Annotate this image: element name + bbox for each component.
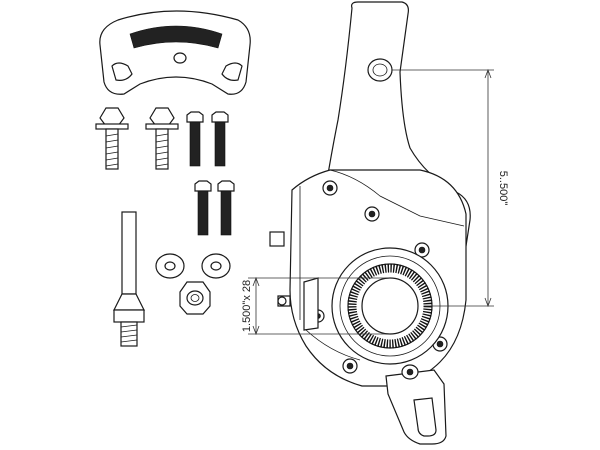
spline-dimension: 1.500"x 28 [241, 276, 390, 336]
flat-washer-2 [201, 253, 231, 279]
cap-screw-3 [194, 180, 212, 236]
cap-screw-1 [186, 111, 204, 167]
hex-nut [179, 281, 211, 315]
flange-bolt-right [145, 107, 179, 170]
flange-bolt-left [95, 107, 129, 170]
flat-washer-1 [155, 253, 185, 279]
clevis-pin [113, 211, 145, 347]
cap-screw-4 [217, 180, 235, 236]
slack-adjuster-body [269, 1, 471, 445]
spline-teeth [347, 263, 433, 349]
height-dimension-label: 5..500" [497, 171, 509, 206]
height-dimension: 5..500" [392, 68, 509, 308]
cap-screw-2 [211, 111, 229, 167]
spline-dimension-label: 1.500"x 28 [241, 280, 253, 332]
mounting-bracket [99, 10, 251, 95]
